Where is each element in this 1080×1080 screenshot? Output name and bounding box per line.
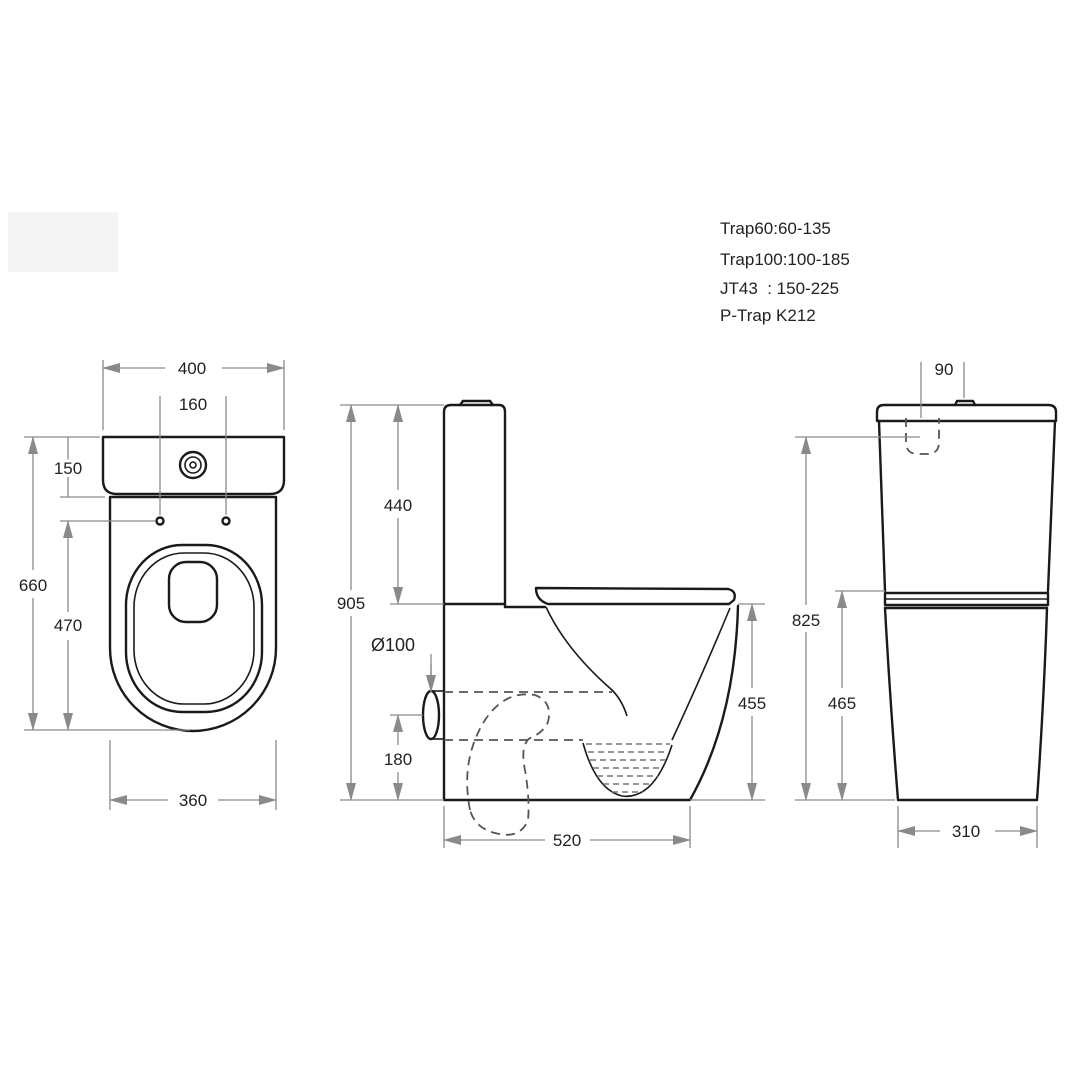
trap-note-2: Trap100:100-185 <box>720 250 850 269</box>
fixing-hole-left <box>155 516 165 526</box>
dim-outlet-height-180: 180 <box>384 750 412 769</box>
dim-base-width-310: 310 <box>952 822 980 841</box>
dim-overall-depth-520: 520 <box>553 831 581 850</box>
side-seat-outline <box>534 586 736 606</box>
side-pan-outline <box>442 602 740 802</box>
hidden-flush-valve <box>905 418 940 455</box>
front-cistern-outline <box>875 403 1058 423</box>
trap-note-3: JT43 : 150-225 <box>720 279 839 298</box>
trap-notes: Trap60:60-135 Trap100:100-185 JT43 : 150… <box>720 219 850 325</box>
dim-fixing-spacing-160: 160 <box>179 395 207 414</box>
trap-note-1: Trap60:60-135 <box>720 219 831 238</box>
water-seal <box>586 743 670 793</box>
side-view: 905 440 Ø100 180 455 520 <box>337 399 766 850</box>
dim-pan-width-360: 360 <box>179 791 207 810</box>
dim-overall-height-905: 905 <box>337 594 365 613</box>
dim-overall-height-825: 825 <box>792 611 820 630</box>
bowl-opening <box>167 560 219 624</box>
front-pan-outline <box>883 606 1049 802</box>
outlet-pipe-end <box>421 689 441 741</box>
dim-cistern-height-440: 440 <box>384 496 412 515</box>
front-seat-outline <box>883 591 1050 607</box>
top-pan-outline <box>108 495 278 733</box>
top-view: 400 160 150 660 470 360 <box>19 359 286 810</box>
front-flush-button <box>953 399 977 407</box>
dim-seat-height-455: 455 <box>738 694 766 713</box>
fixing-hole-right <box>221 516 231 526</box>
trap-note-4: P-Trap K212 <box>720 306 816 325</box>
dim-cistern-depth-150: 150 <box>54 459 82 478</box>
dim-pan-length-470: 470 <box>54 616 82 635</box>
dim-overall-length-660: 660 <box>19 576 47 595</box>
toilet-seat-outline <box>124 543 264 714</box>
dim-pipe-diameter-100: Ø100 <box>371 635 415 655</box>
front-view: 90 825 465 310 <box>792 360 1058 848</box>
scan-smudge <box>8 212 118 272</box>
dim-top-width-400: 400 <box>178 359 206 378</box>
side-cistern-outline <box>442 403 507 609</box>
dim-button-offset-90: 90 <box>935 360 954 379</box>
bowl-interior <box>545 606 628 717</box>
hidden-trap-dashed <box>444 691 612 836</box>
flush-button-icon <box>178 450 208 480</box>
dim-seat-height-465: 465 <box>828 694 856 713</box>
top-cistern-outline <box>101 435 286 496</box>
